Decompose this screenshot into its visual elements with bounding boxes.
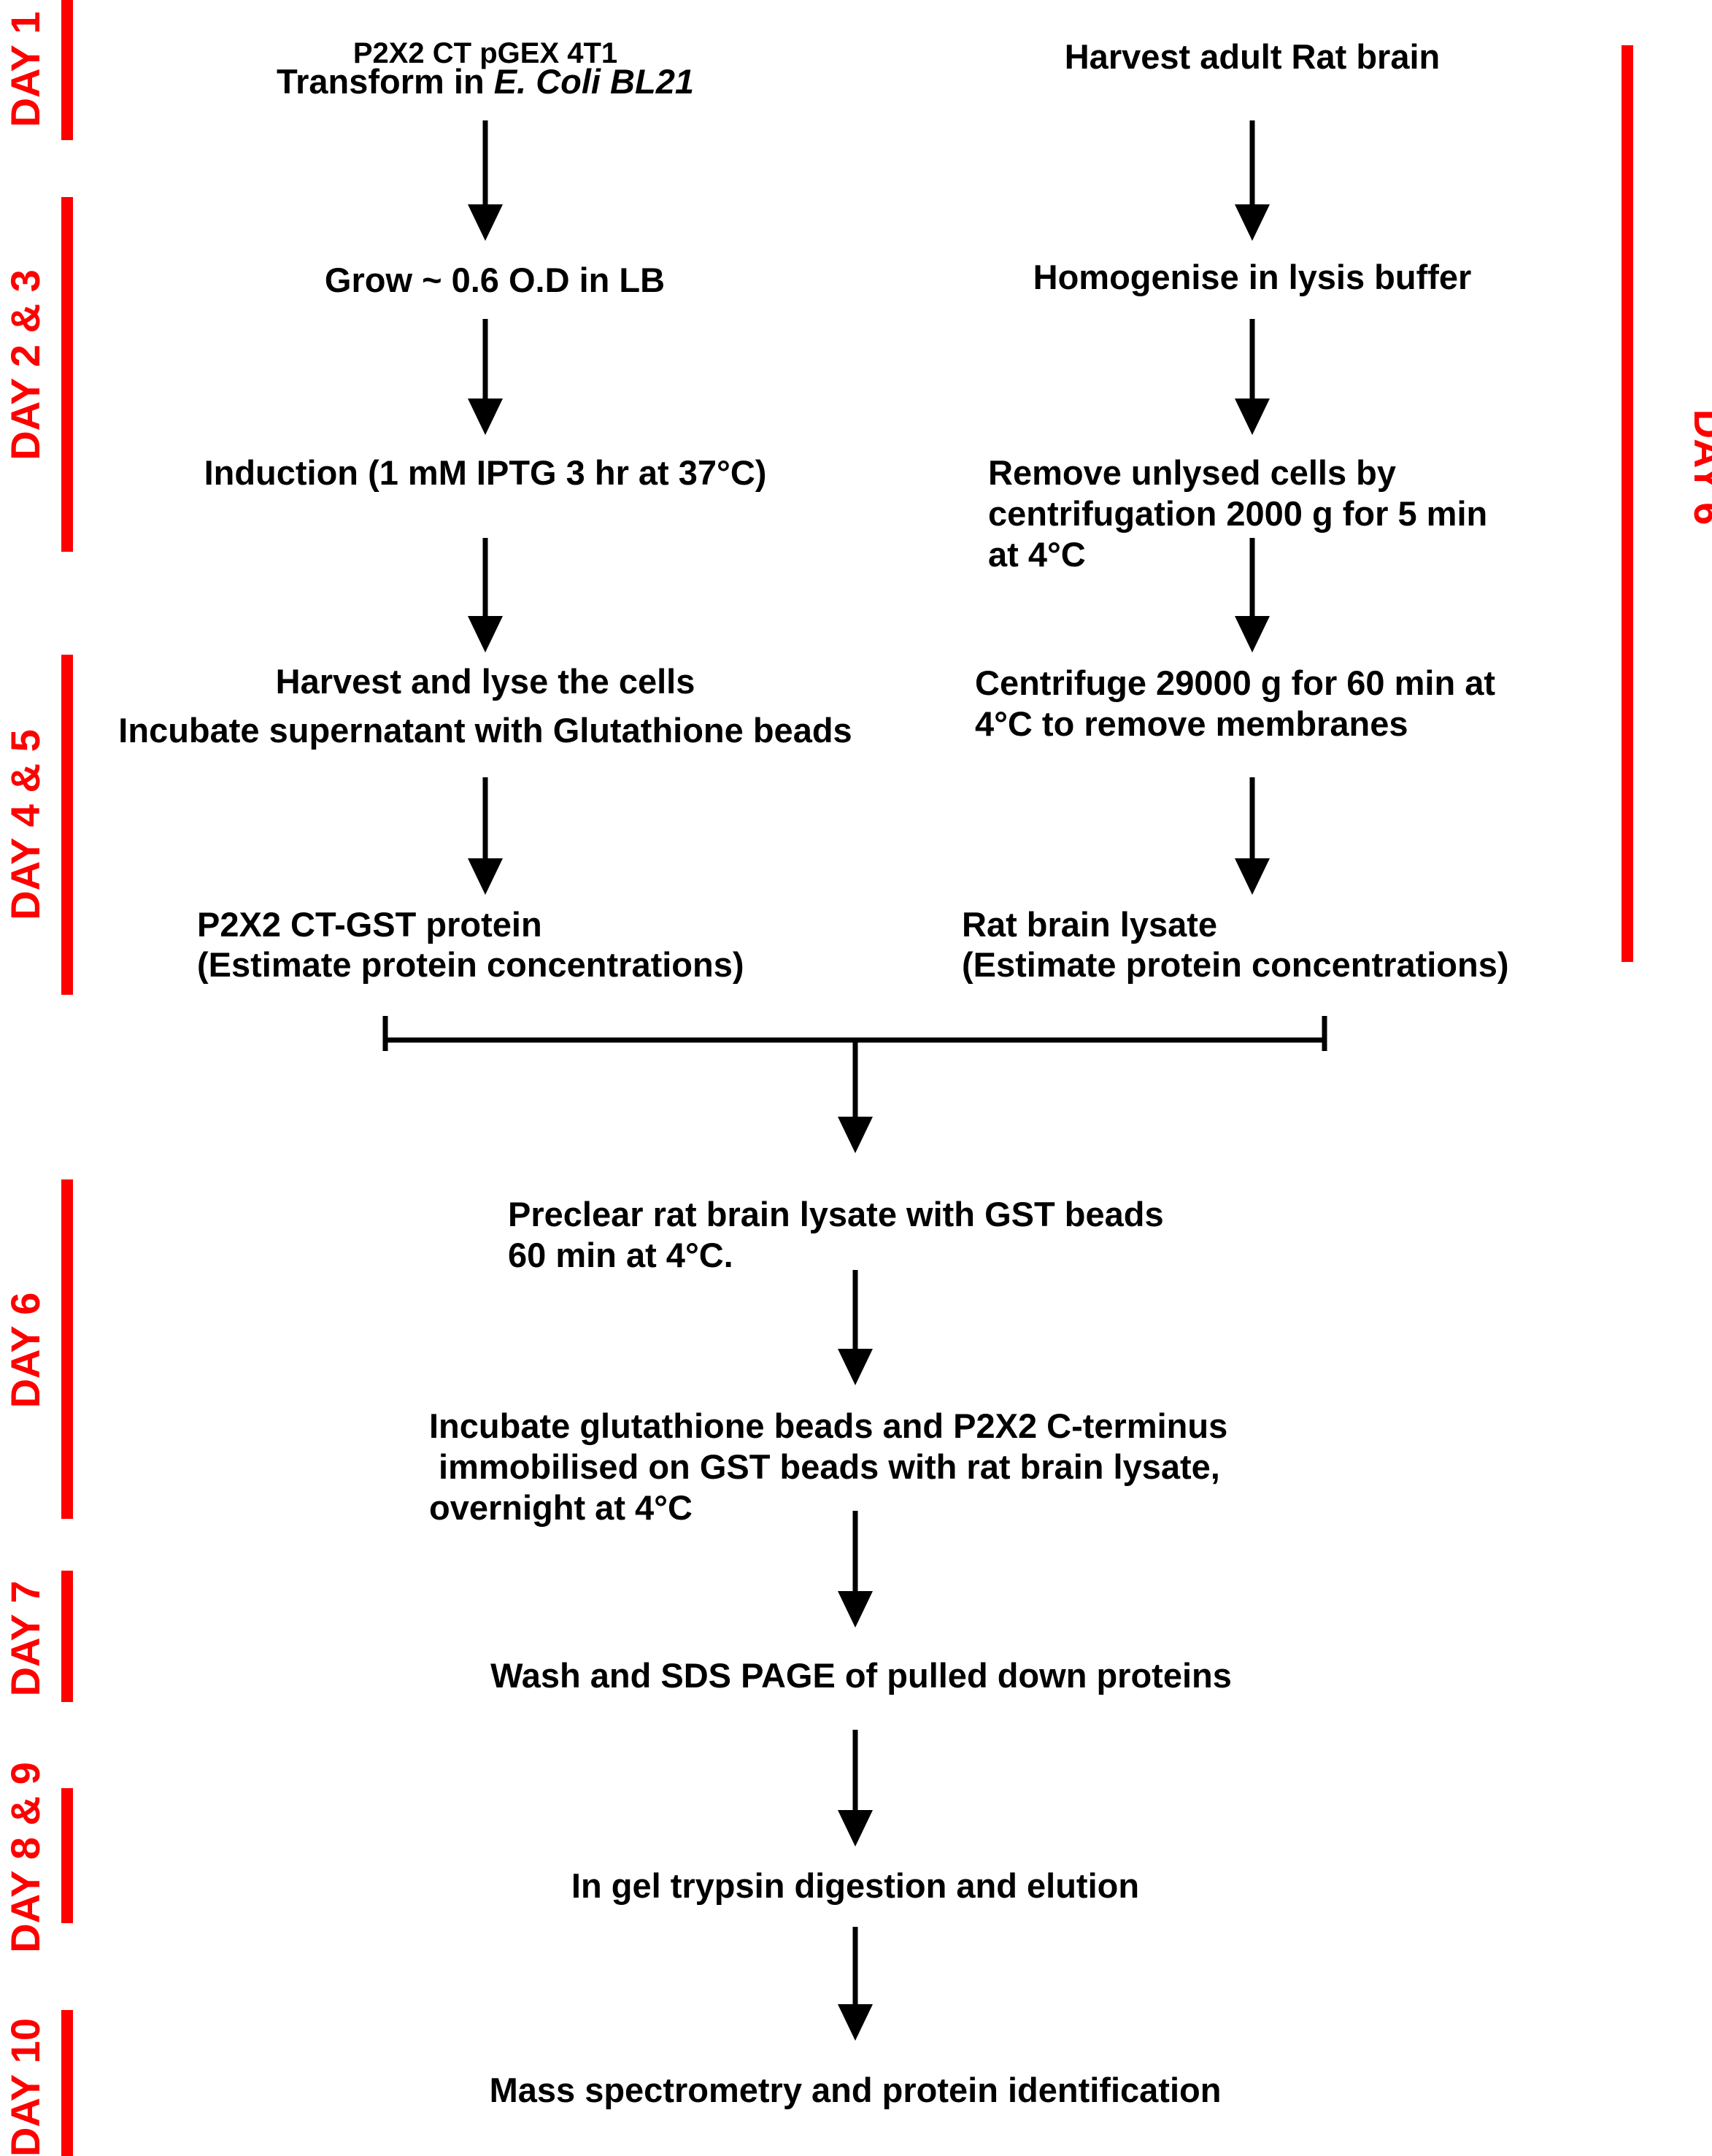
day89-bar (61, 1788, 73, 1923)
merged-column: Preclear rat brain lysate with GST beads… (429, 1195, 1232, 2109)
incubate-beads-line2: immobilised on GST beads with rat brain … (429, 1447, 1220, 1486)
arrow-center-4 (838, 1927, 873, 2041)
day45-bar (61, 655, 73, 995)
remove-cells-line1: Remove unlysed cells by (988, 453, 1396, 492)
rat-lysate-step: Rat brain lysate (962, 905, 1217, 944)
homogenise-step: Homogenise in lysis buffer (1033, 258, 1472, 296)
harvest-brain-step: Harvest adult Rat brain (1065, 37, 1441, 76)
day23-label: DAY 2 & 3 (2, 269, 48, 461)
construct-label: P2X2 CT pGEX 4T1 (353, 37, 617, 69)
day6-left-label: DAY 6 (2, 1293, 48, 1409)
day89-label: DAY 8 & 9 (2, 1762, 48, 1953)
grow-step: Grow ~ 0.6 O.D in LB (325, 261, 665, 299)
trypsin-step: In gel trypsin digestion and elution (571, 1866, 1139, 1905)
day-bars (61, 0, 1633, 2156)
remove-cells-line2: centrifugation 2000 g for 5 min (988, 494, 1487, 533)
day1-bar (61, 0, 73, 140)
day-labels: DAY 1 DAY 2 & 3 DAY 4 & 5 DAY 6 DAY 7 DA… (2, 12, 1712, 2156)
arrow-left-1 (468, 120, 503, 241)
induction-step: Induction (1 mM IPTG 3 hr at 37°C) (204, 453, 767, 492)
arrow-center-2 (838, 1511, 873, 1628)
preclear-line1: Preclear rat brain lysate with GST beads (508, 1195, 1164, 1233)
remove-cells-line3: at 4°C (988, 535, 1086, 574)
arrow-left-2 (468, 319, 503, 435)
transform-step: Transform in E. Coli BL21 (277, 62, 694, 101)
day10-label: DAY 10 (2, 2018, 48, 2156)
day6-left-bar (61, 1179, 73, 1519)
day10-bar (61, 2010, 73, 2156)
arrow-center-1 (838, 1270, 873, 1385)
day6-right-bar (1622, 45, 1633, 962)
mass-spec-step: Mass spectrometry and protein identifica… (490, 2071, 1222, 2109)
harvest-lyse-step: Harvest and lyse the cells (276, 662, 695, 701)
incubate-beads-line1: Incubate glutathione beads and P2X2 C-te… (429, 1406, 1227, 1445)
day45-label: DAY 4 & 5 (2, 729, 48, 920)
left-column: P2X2 CT pGEX 4T1 Transform in E. Coli BL… (118, 37, 852, 984)
transform-strain: E. Coli BL21 (494, 62, 694, 101)
centrifuge-line2: 4°C to remove membranes (975, 704, 1408, 743)
transform-prefix: Transform in (277, 62, 494, 101)
arrow-right-2 (1235, 319, 1270, 435)
day1-label: DAY 1 (2, 12, 48, 128)
centrifuge-line1: Centrifuge 29000 g for 60 min at (975, 663, 1495, 702)
flow-arrows (468, 120, 1270, 2041)
day23-bar (61, 197, 73, 552)
arrow-right-1 (1235, 120, 1270, 241)
right-column: Harvest adult Rat brain Homogenise in ly… (962, 37, 1509, 984)
arrow-left-4 (468, 777, 503, 895)
day7-bar (61, 1571, 73, 1702)
rat-lysate-estimate: (Estimate protein concentrations) (962, 945, 1509, 984)
day7-label: DAY 7 (2, 1581, 48, 1697)
arrow-right-3 (1235, 538, 1270, 652)
arrow-right-4 (1235, 777, 1270, 895)
incubate-beads-line3: overnight at 4°C (429, 1488, 693, 1527)
preclear-line2: 60 min at 4°C. (508, 1236, 733, 1274)
arrow-left-3 (468, 538, 503, 652)
arrow-center-3 (838, 1730, 873, 1847)
wash-sds-step: Wash and SDS PAGE of pulled down protein… (490, 1656, 1232, 1695)
gst-protein-estimate: (Estimate protein concentrations) (197, 945, 744, 984)
arrow-merge (838, 1040, 873, 1153)
day6-right-label: DAY 6 (1686, 409, 1712, 525)
incubate-supernatant-step: Incubate supernatant with Glutathione be… (118, 711, 852, 750)
gst-protein-step: P2X2 CT-GST protein (197, 905, 542, 944)
